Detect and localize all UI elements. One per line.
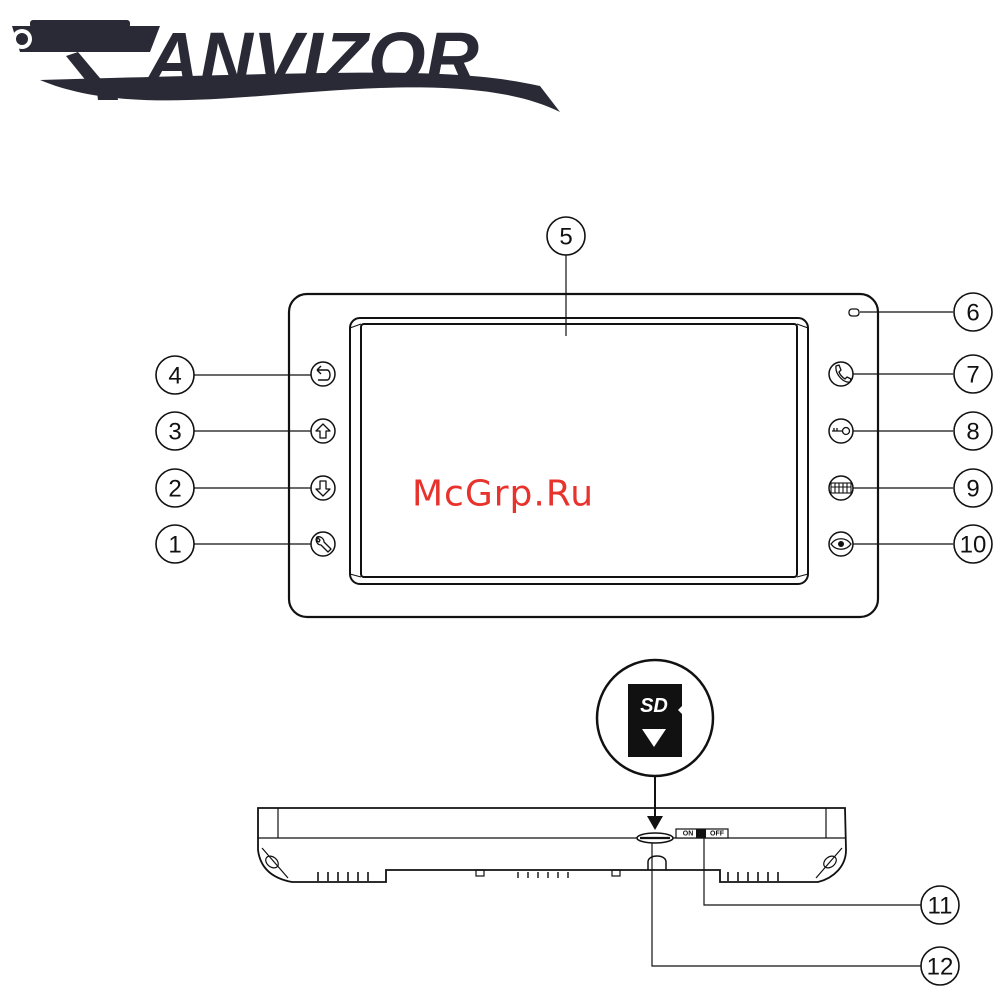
vent-slots-left (318, 872, 368, 881)
leader-lines-bottom (652, 838, 921, 966)
svg-text:1: 1 (168, 532, 181, 559)
indicator-led (849, 309, 859, 316)
callout-1: 1 (156, 525, 194, 563)
monitor-front-view: McGrp.Ru (289, 294, 878, 617)
svg-text:8: 8 (966, 419, 979, 446)
vent-slots-right (728, 872, 778, 881)
callout-7: 7 (954, 355, 992, 393)
monitor-housing (289, 294, 878, 617)
callout-9: 9 (954, 469, 992, 507)
svg-text:4: 4 (168, 363, 181, 390)
svg-text:12: 12 (927, 954, 954, 981)
svg-text:3: 3 (168, 419, 181, 446)
bottom-housing (258, 808, 846, 882)
switch-on-label: ON (683, 831, 694, 838)
monitor-bottom-view (258, 808, 846, 882)
sd-card-slot (637, 833, 673, 843)
power-switch[interactable]: ON OFF (676, 829, 728, 838)
svg-text:10: 10 (960, 532, 987, 559)
callout-8: 8 (954, 412, 992, 450)
button-call[interactable] (829, 362, 853, 386)
button-down[interactable] (311, 476, 335, 500)
sd-card-label: SD (640, 695, 668, 717)
svg-text:6: 6 (966, 300, 979, 327)
switch-off-label: OFF (710, 831, 725, 838)
svg-text:11: 11 (928, 893, 953, 920)
button-back[interactable] (311, 362, 335, 386)
vent-slots-center (518, 872, 568, 878)
callout-6: 6 (954, 293, 992, 331)
callout-5: 5 (547, 217, 585, 255)
callout-12: 12 (921, 947, 959, 985)
svg-text:5: 5 (559, 224, 572, 251)
callout-11: 11 (921, 886, 959, 924)
callout-2: 2 (156, 469, 194, 507)
callout-3: 3 (156, 412, 194, 450)
cable-notch (648, 856, 666, 870)
button-unlock[interactable] (829, 419, 853, 443)
screen-bezel (350, 318, 808, 584)
svg-text:9: 9 (966, 476, 979, 503)
lcd-screen (361, 324, 797, 577)
button-gate[interactable] (829, 476, 853, 500)
sd-card-badge: SD (597, 660, 713, 830)
watermark: McGrp.Ru (412, 474, 594, 515)
button-monitor[interactable] (829, 532, 853, 556)
button-up[interactable] (311, 419, 335, 443)
button-settings[interactable] (311, 532, 335, 556)
svg-text:2: 2 (168, 476, 181, 503)
svg-text:7: 7 (966, 362, 979, 389)
callout-4: 4 (156, 356, 194, 394)
anvizor-logo: ANVIZOR (12, 17, 560, 112)
logo-text: ANVIZOR (144, 17, 479, 100)
callout-10: 10 (954, 525, 992, 563)
